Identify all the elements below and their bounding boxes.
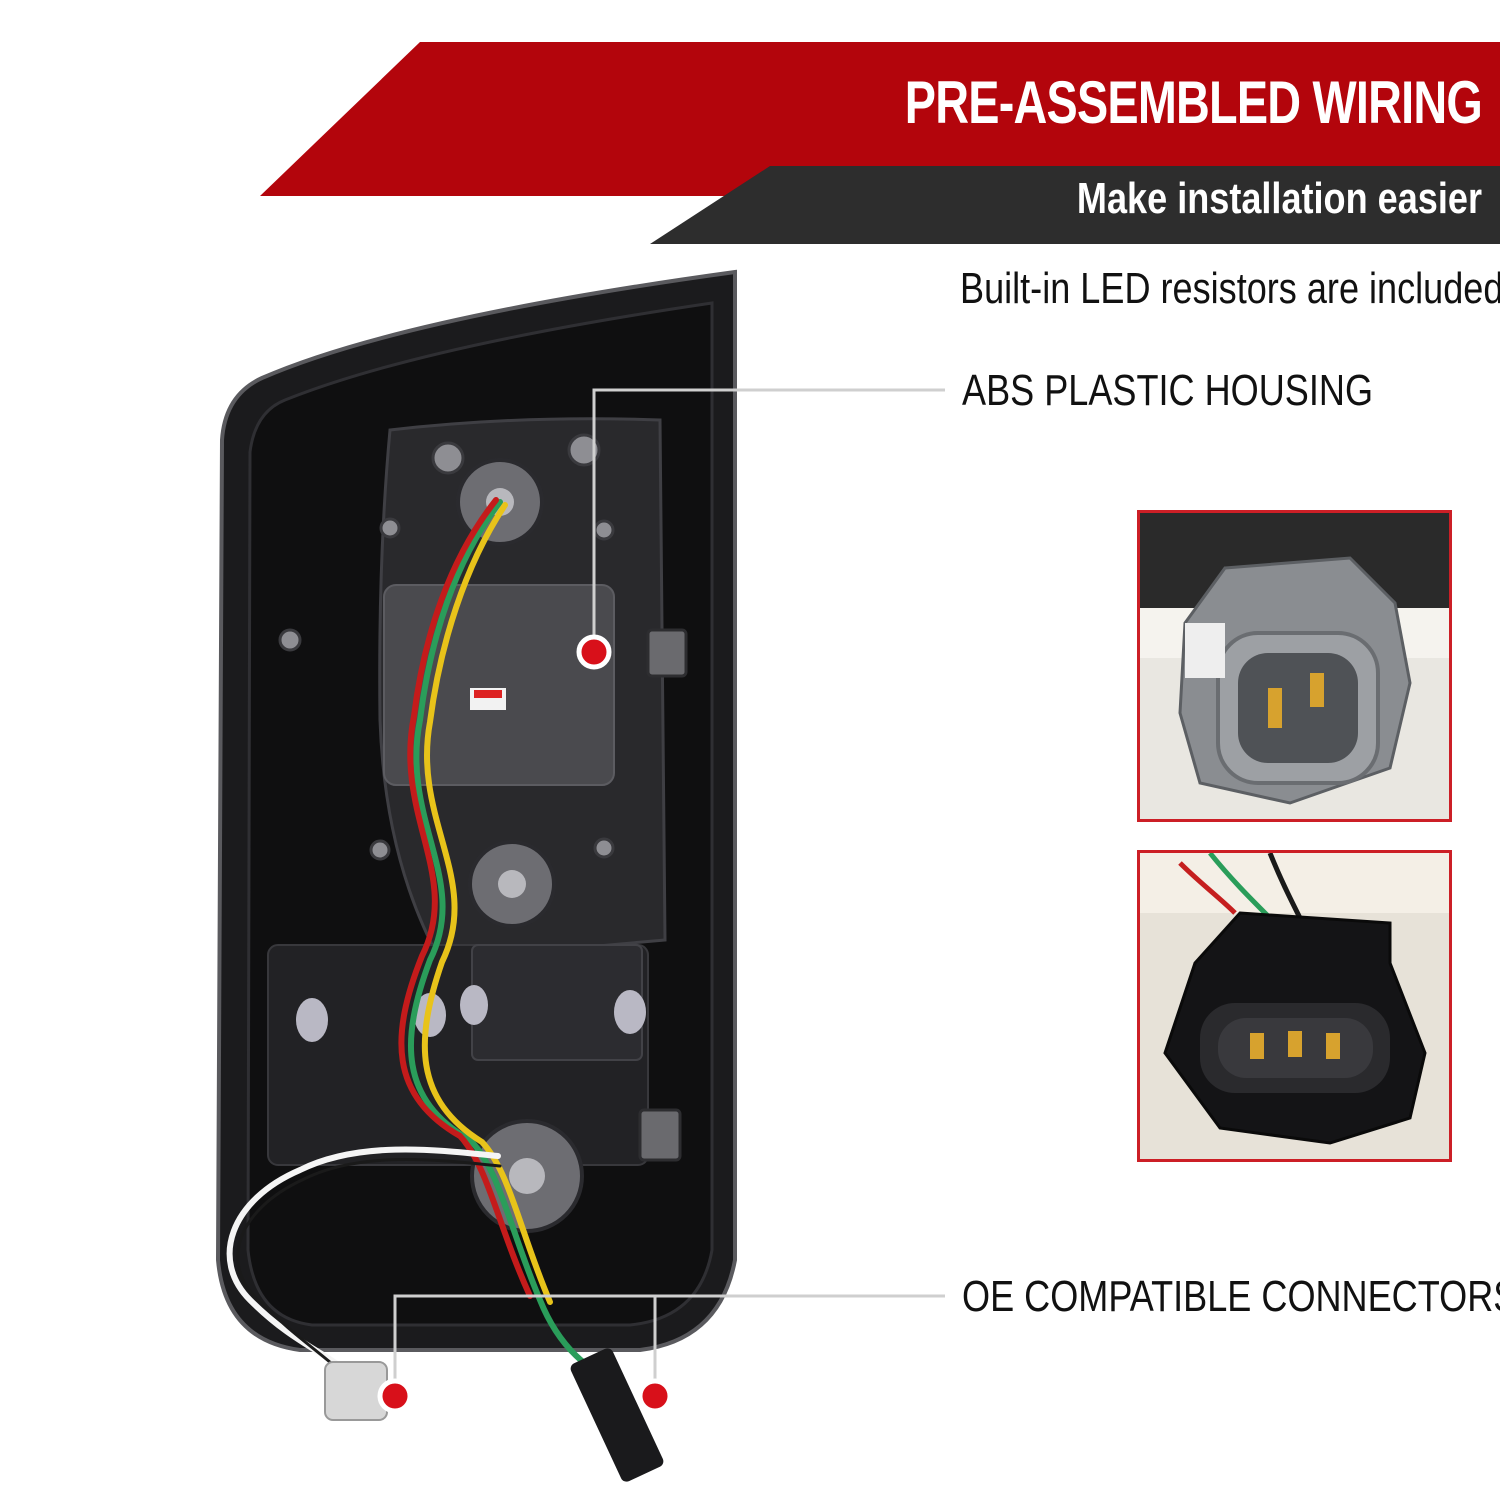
feature-connectors: OE COMPATIBLE CONNECTORS	[962, 1272, 1500, 1321]
callout-dots	[377, 634, 673, 1414]
banner-title: PRE-ASSEMBLED WIRING	[904, 69, 1483, 136]
banner-subtitle: Make installation easier	[1076, 174, 1482, 223]
feature-housing: ABS PLASTIC HOUSING	[962, 366, 1374, 415]
inset-grey-connector	[1137, 510, 1452, 822]
inset-black-connector	[1137, 850, 1452, 1162]
feature-resistors: Built-in LED resistors are included	[960, 264, 1500, 313]
subtitle-banner	[650, 166, 1500, 244]
